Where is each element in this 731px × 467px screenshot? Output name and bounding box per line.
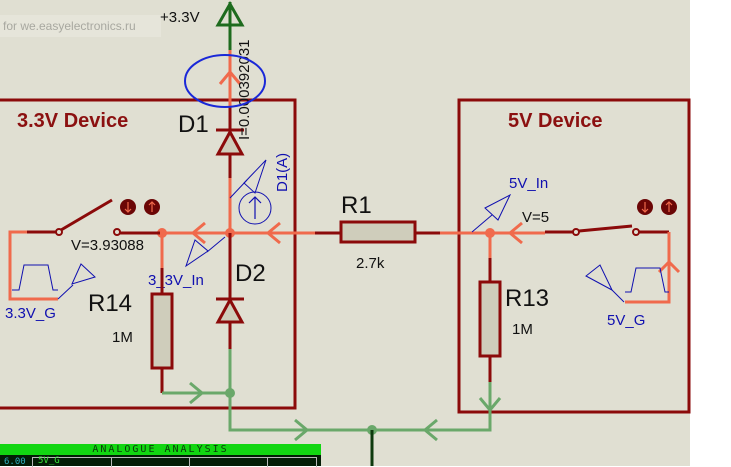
current-arrow-up xyxy=(218,69,242,85)
current-probe-d1[interactable] xyxy=(229,159,272,225)
block-5v-device[interactable] xyxy=(457,98,691,414)
resistor-r13-value: 1M xyxy=(512,321,533,338)
switch-left-lever[interactable] xyxy=(60,198,113,232)
switch-right-contact-a xyxy=(572,228,580,236)
resistor-r14-value: 1M xyxy=(112,329,133,346)
switch-right-up-button[interactable] xyxy=(661,199,677,215)
voltage-probe-5v-in[interactable] xyxy=(471,193,512,233)
wire-gen-left[interactable] xyxy=(8,230,58,301)
switch-left-contact-a xyxy=(113,228,121,236)
ground-arrow-4 xyxy=(478,397,502,413)
watermark: for we.easyelectronics.ru xyxy=(0,15,161,37)
wire-gen-right[interactable] xyxy=(625,232,671,304)
grid-line xyxy=(189,458,190,467)
switch-right-lever[interactable] xyxy=(578,224,633,233)
generator-5v-probe[interactable] xyxy=(585,264,625,303)
resistor-r1-value: 2.7k xyxy=(356,255,385,272)
probe-gen5-label: 5V_G xyxy=(607,312,645,329)
switch-right-contact-b xyxy=(632,228,640,236)
diode-d2-ref: D2 xyxy=(235,260,266,287)
probe-gen33-label: 3.3V_G xyxy=(5,305,56,322)
switch-right-down-button[interactable] xyxy=(637,199,653,215)
wire-ground-main[interactable] xyxy=(228,360,492,432)
switch-left-down-button[interactable] xyxy=(120,199,136,215)
current-arrow-right xyxy=(507,221,523,245)
current-probe-readout: I=0.000392031 xyxy=(236,39,253,140)
voltage-readout-right: V=5 xyxy=(522,209,549,226)
current-arrow-up-right xyxy=(657,259,681,274)
resistor-r1-ref: R1 xyxy=(341,192,372,219)
diode-d2[interactable] xyxy=(215,296,245,324)
current-arrow-left-1 xyxy=(190,221,206,245)
block-3v3-title: 3.3V Device xyxy=(17,110,128,132)
analogue-analysis-panel[interactable]: ANALOGUE ANALYSIS 6.00 5V_G xyxy=(0,444,321,467)
power-terminal-3v3[interactable] xyxy=(215,0,245,50)
voltage-readout-left: V=3.93088 xyxy=(71,237,144,254)
grid-line xyxy=(267,458,268,467)
analysis-graph-grid[interactable] xyxy=(32,457,317,467)
analysis-panel-title[interactable]: ANALOGUE ANALYSIS xyxy=(0,444,321,455)
analysis-trace-label: 5V_G xyxy=(38,456,60,466)
block-5v-title: 5V Device xyxy=(508,110,603,132)
power-label: +3.3V xyxy=(160,9,200,26)
resistor-r14[interactable] xyxy=(150,292,174,370)
grid-line xyxy=(111,458,112,467)
resistor-r14-ref: R14 xyxy=(88,290,132,317)
block-3v3-device[interactable] xyxy=(0,98,297,410)
ground-arrow-1 xyxy=(189,381,205,405)
switch-left-up-button[interactable] xyxy=(144,199,160,215)
resistor-r1[interactable] xyxy=(339,220,417,244)
generator-3v3-probe[interactable] xyxy=(57,263,96,300)
generator-5v-waveform[interactable] xyxy=(625,267,669,293)
diode-d1-ref: D1 xyxy=(178,111,209,138)
resistor-r13-ref: R13 xyxy=(505,285,549,312)
current-arrow-left-2 xyxy=(265,221,281,245)
probe-d1-label: D1(A) xyxy=(274,153,291,192)
resistor-r13[interactable] xyxy=(478,280,502,358)
annotation-circle xyxy=(184,54,266,108)
voltage-probe-3v3-in[interactable] xyxy=(185,236,226,268)
probe-in33-label: 3_3V_In xyxy=(148,272,204,289)
ground-arrow-3 xyxy=(422,418,438,442)
analysis-y-max: 6.00 xyxy=(4,457,26,467)
generator-3v3-waveform[interactable] xyxy=(12,264,58,291)
ground-arrow-2 xyxy=(294,418,310,442)
probe-in5-label: 5V_In xyxy=(509,175,548,192)
blank-area xyxy=(690,0,731,466)
